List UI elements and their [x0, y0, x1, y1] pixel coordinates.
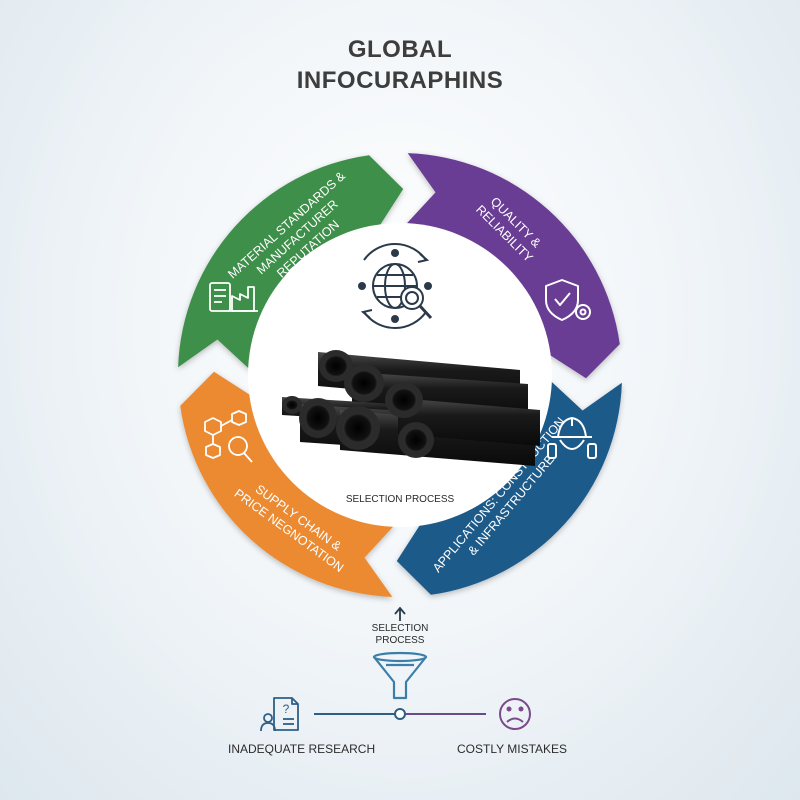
segment-orange	[180, 371, 395, 597]
globe-search-icon	[358, 243, 433, 329]
svg-text:?: ?	[283, 702, 290, 716]
title-line-1: GLOBAL	[347, 36, 453, 63]
arrow-up-icon	[394, 606, 406, 621]
pipes-stack-image	[282, 350, 540, 466]
costly-mistakes-label: COSTLY MISTAKES	[457, 742, 568, 756]
segment-purple	[405, 153, 620, 379]
funnel-label: SELECTION PROCESS	[360, 623, 440, 647]
funnel-label-line-2: PROCESS	[375, 635, 425, 646]
shield-gear-icon	[545, 279, 591, 321]
funnel-label-line-1: SELECTION	[371, 623, 429, 634]
network-magnifier-icon	[204, 410, 253, 463]
factory-document-icon	[209, 282, 258, 312]
inadequate-research-label: INADEQUATE RESEARCH	[228, 742, 376, 756]
segment-blue	[396, 380, 622, 595]
center-selection-label: SELECTION PROCESS	[345, 494, 455, 505]
hardhat-worker-icon	[547, 417, 597, 459]
sad-face-icon	[499, 698, 531, 730]
segment-green	[178, 155, 404, 370]
title-line-2: INFOCURAPHINS	[296, 67, 504, 94]
timeline-node	[394, 708, 406, 720]
funnel-icon	[372, 651, 428, 700]
research-document-icon: ?	[260, 697, 299, 732]
